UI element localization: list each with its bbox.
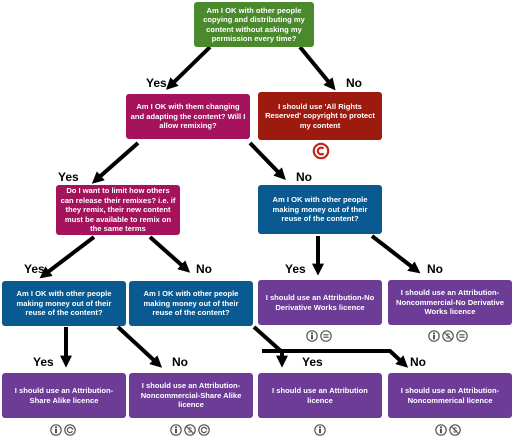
icons-by-nc-nd (428, 330, 468, 342)
question-money-attribution: Am I OK with other people making money o… (129, 281, 253, 326)
arrow-adapting-yes (91, 141, 140, 184)
arrow-money-sa-no (116, 325, 163, 368)
label-no-money-sa: No (172, 355, 188, 369)
label-no-money-by: No (410, 355, 426, 369)
answer-by-nc-nd: I should use an Attribution-Noncommercia… (388, 280, 512, 325)
noncommercial-icon (449, 424, 461, 436)
label-yes-adapting: Yes (58, 170, 79, 184)
attribution-icon (306, 330, 318, 342)
icons-by (314, 424, 326, 436)
label-no-adapting: No (296, 170, 312, 184)
attribution-icon (50, 424, 62, 436)
arrow-limit-yes (39, 235, 96, 279)
arrow-money-by-yes (252, 325, 288, 368)
label-no-money-nd: No (427, 262, 443, 276)
label-no-copying: No (346, 76, 362, 90)
share-alike-icon (64, 424, 76, 436)
icons-by-nc-sa (170, 424, 210, 436)
answer-by-sa: I should use an Attribution-Share Alike … (2, 373, 126, 418)
icons-by-nd (306, 330, 332, 342)
noncommercial-icon (442, 330, 454, 342)
no-derivatives-icon (320, 330, 332, 342)
icons-by-sa (50, 424, 76, 436)
share-alike-icon (198, 424, 210, 436)
arrow-adapting-no (248, 141, 286, 181)
label-yes-copying: Yes (146, 76, 167, 90)
question-adapting: Am I OK with them changing and adapting … (126, 94, 250, 139)
attribution-icon (435, 424, 447, 436)
arrow-limit-no (148, 235, 191, 273)
label-no-limit: No (196, 262, 212, 276)
question-limit-remixes: Do I want to limit how others can releas… (56, 185, 180, 235)
answer-by-nd: I should use an Attribution-No Derivativ… (258, 280, 382, 325)
question-copying: Am I OK with other people copying and di… (194, 2, 314, 47)
label-yes-money-nd: Yes (285, 262, 306, 276)
arrow-copying-yes (165, 45, 212, 90)
no-derivatives-icon (456, 330, 468, 342)
copyright-symbol (312, 142, 330, 160)
answer-all-rights-reserved: I should use 'All Rights Reserved' copyr… (258, 92, 382, 140)
question-money-share-alike: Am I OK with other people making money o… (2, 281, 126, 326)
arrow-copying-no (298, 45, 336, 91)
answer-by: I should use an Attribution licence (258, 373, 382, 418)
label-yes-limit: Yes (24, 262, 45, 276)
answer-by-nc-sa: I should use an Attribution-Noncommercia… (129, 373, 253, 418)
icons-by-nc (435, 424, 461, 436)
arrow-money-by-no (262, 349, 409, 368)
noncommercial-icon (184, 424, 196, 436)
label-yes-money-by: Yes (302, 355, 323, 369)
arrow-money-nd-no (370, 234, 421, 274)
attribution-icon (428, 330, 440, 342)
attribution-icon (170, 424, 182, 436)
attribution-icon (314, 424, 326, 436)
answer-by-nc: I should use an Attribution-Noncommerica… (388, 373, 512, 418)
question-money-no-derivatives: Am I OK with other people making money o… (258, 185, 382, 234)
label-yes-money-sa: Yes (33, 355, 54, 369)
